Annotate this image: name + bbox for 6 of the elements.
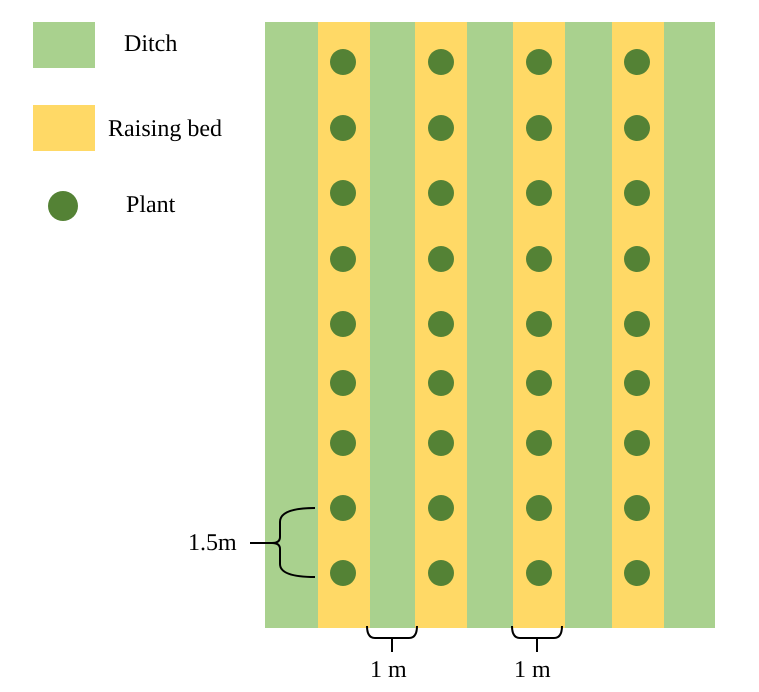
legend-label: Ditch — [124, 30, 178, 58]
dimension-label: 1 m — [370, 656, 407, 684]
legend-label: Raising bed — [108, 115, 222, 143]
dimension-label: 1 m — [514, 656, 551, 684]
legend-label: Plant — [126, 191, 176, 219]
dimension-label: 1.5m — [188, 529, 237, 557]
